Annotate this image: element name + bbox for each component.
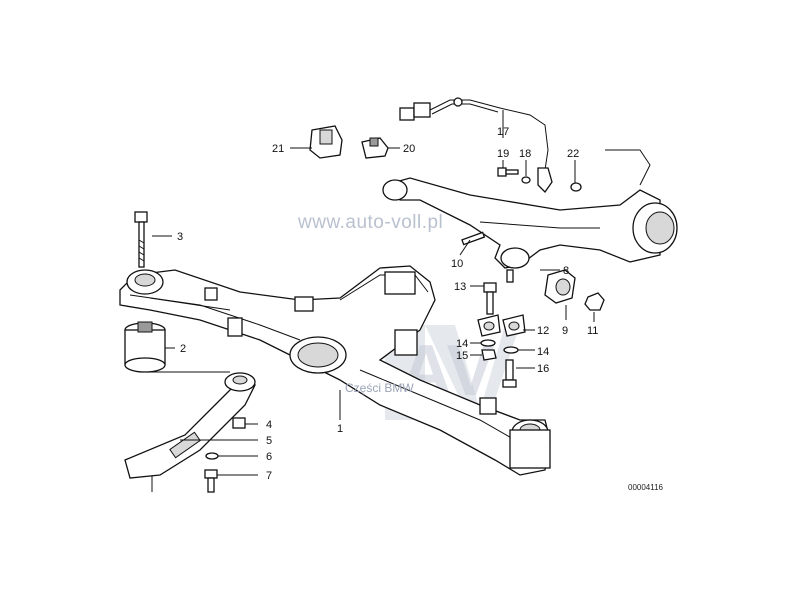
drawing-code: 00004116 [628,483,664,492]
callout-15: 15 [456,350,468,362]
screw-19 [497,167,519,177]
callout-11: 11 [587,325,598,337]
speed-sensor-cable [399,97,549,171]
washer-18 [521,176,531,184]
callout-19: 19 [497,148,509,160]
callout-14-left: 14 [456,338,468,350]
callout-17: 17 [497,126,509,138]
callout-5: 5 [266,435,272,447]
nut-11 [584,292,605,311]
holder-bracket [124,372,256,492]
callout-3: 3 [177,231,183,243]
watermark-subtext: Części BMW [345,381,414,395]
washer-14a [480,339,496,347]
watermark-url: www.auto-voll.pl [297,212,443,233]
speed-sensor [537,167,553,194]
callout-20: 20 [403,143,415,155]
washer-14b [503,346,519,354]
bolt-16 [502,359,517,388]
washer-6 [205,452,219,460]
callout-13: 13 [454,281,466,293]
callout-21: 21 [272,143,284,155]
callout-12: 12 [537,325,549,337]
callout-6: 6 [266,451,272,463]
callout-4: 4 [266,419,272,431]
leader-lines [150,110,595,476]
bolt-3 [134,211,148,268]
callout-10: 10 [451,258,463,270]
callout-2: 2 [180,343,186,355]
callout-18: 18 [519,148,531,160]
callout-8: 8 [563,265,569,277]
callout-22: 22 [567,148,579,160]
callout-7: 7 [266,470,272,482]
bushing-9 [544,269,576,304]
bushing-12 [477,269,526,337]
bolt-7 [204,469,218,493]
rubber-mount-bushing [124,321,166,373]
clip-22 [570,182,582,192]
callout-16: 16 [537,363,549,375]
callout-14-right: 14 [537,346,549,358]
rear-axle-carrier [119,265,551,476]
bolt-10 [461,231,486,246]
nut-4 [232,417,246,429]
trailing-arm [382,149,678,269]
buffer-21 [309,125,343,159]
bolt-13 [483,282,497,315]
clip-20 [361,137,389,159]
callout-9: 9 [562,325,568,337]
callout-1: 1 [337,423,343,435]
nut-15 [481,349,497,361]
